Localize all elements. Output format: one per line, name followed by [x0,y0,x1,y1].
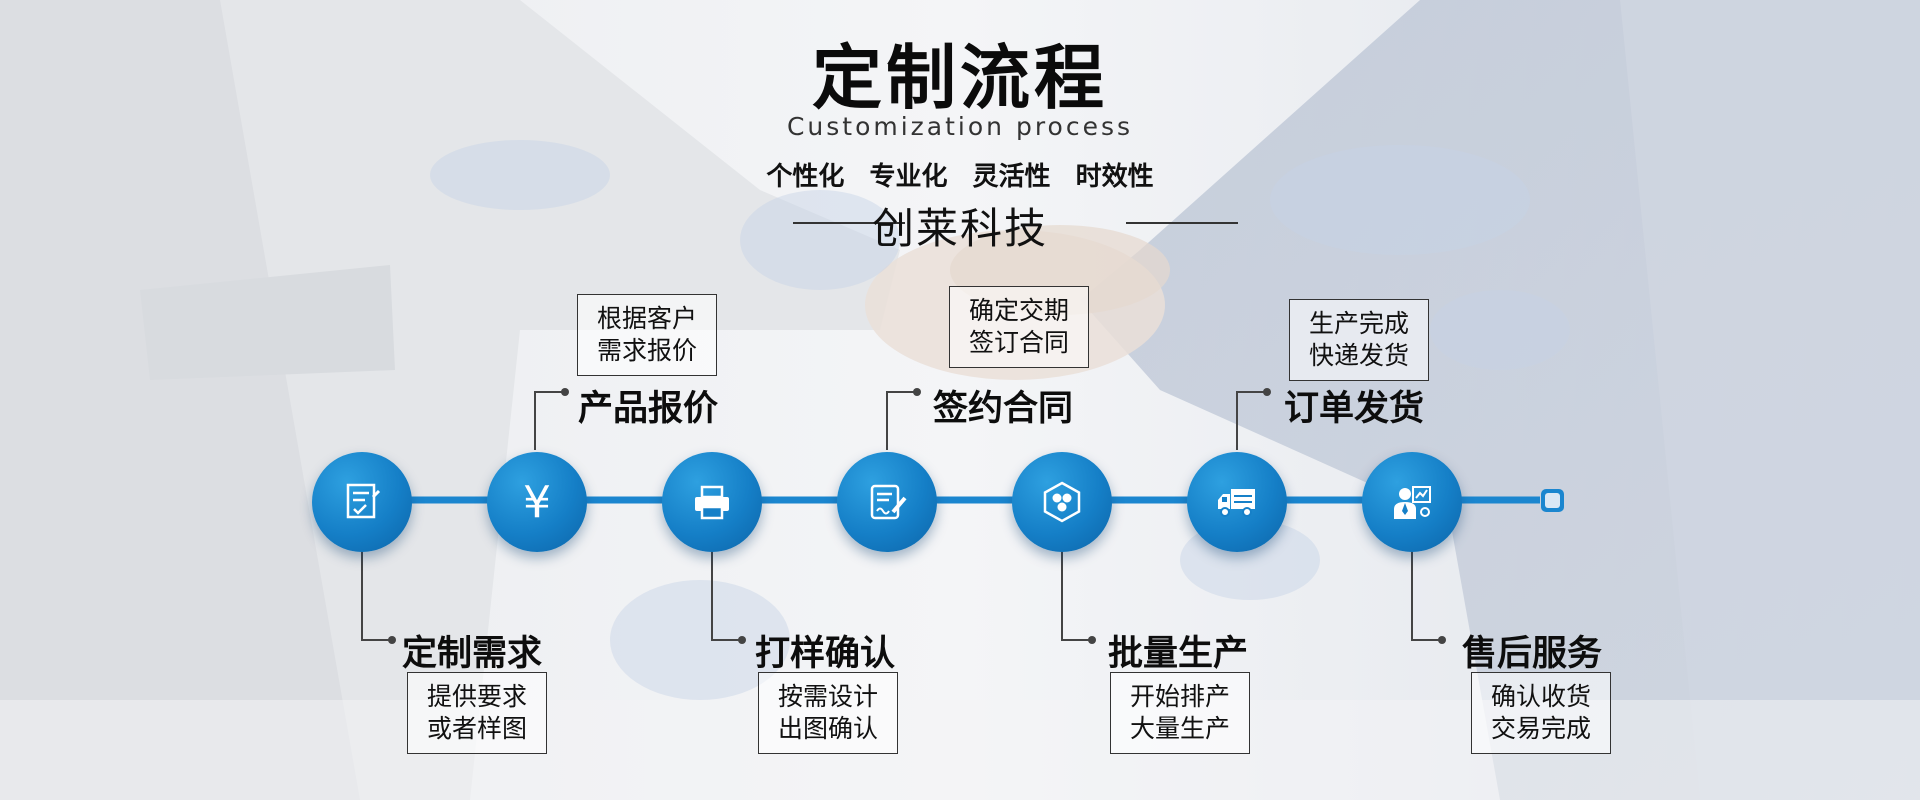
step-desc-6: 生产完成 快递发货 [1289,299,1429,381]
production-hexagon-icon [1043,481,1081,523]
feature-item: 个性化 [766,162,845,192]
step-label-4: 签约合同 [933,389,1074,429]
step-node-2: ¥ [487,452,587,552]
page-title: 定制流程 [812,37,1108,119]
step-label-5: 批量生产 [1108,634,1249,674]
step-desc-5: 开始排产 大量生产 [1110,672,1250,754]
step-desc-4: 确定交期 签订合同 [949,286,1089,368]
step-node-4 [837,452,937,552]
step-label-6: 订单发货 [1284,389,1425,429]
feature-item: 专业化 [869,162,948,192]
step-label-2: 产品报价 [578,389,719,429]
step-node-5 [1012,452,1112,552]
feature-item: 时效性 [1075,162,1154,192]
document-check-icon [346,483,381,519]
contract-sign-icon [870,484,907,520]
page-subtitle: Customization process [786,112,1134,141]
printer-icon [695,485,729,520]
yen-icon: ¥ [523,476,551,528]
customer-service-icon [1394,486,1431,519]
feature-list: 个性化 专业化 灵活性 时效性 [0,156,1920,193]
step-label-7: 售后服务 [1462,634,1603,674]
brand-divider-left [793,222,905,224]
brand-divider-right [1126,222,1238,224]
step-desc-1: 提供要求 或者样图 [407,672,547,754]
step-node-7 [1362,452,1462,552]
step-node-1 [312,452,412,552]
step-node-6 [1187,452,1287,552]
step-label-1: 定制需求 [402,634,543,674]
step-desc-3: 按需设计 出图确认 [758,672,898,754]
step-desc-2: 根据客户 需求报价 [577,294,717,376]
step-desc-7: 确认收货 交易完成 [1471,672,1611,754]
step-node-3 [662,452,762,552]
feature-item: 灵活性 [972,162,1051,192]
delivery-truck-icon [1218,489,1255,517]
brand-name: 创莱科技 [871,204,1048,253]
step-label-3: 打样确认 [755,634,896,674]
